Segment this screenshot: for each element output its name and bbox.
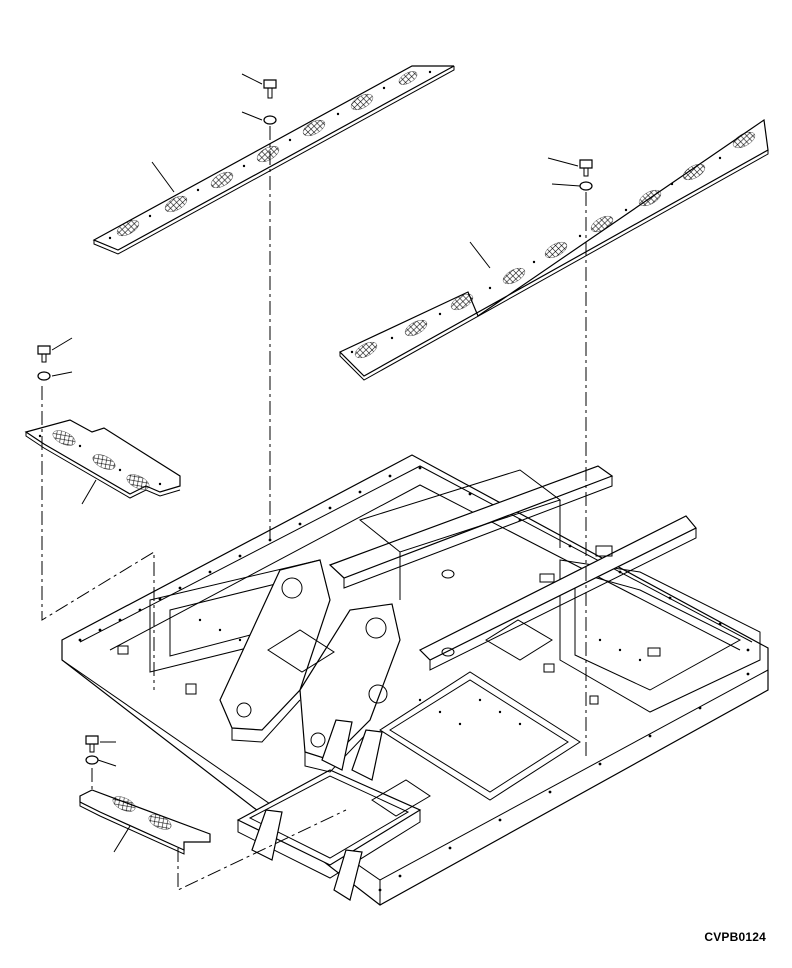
- washer: [37, 115, 593, 765]
- top-plate-right: [338, 118, 769, 381]
- installation-lines: [41, 126, 587, 891]
- front-plate: [79, 789, 211, 855]
- side-plate-left: [24, 419, 181, 499]
- leader-lines: [51, 73, 581, 853]
- bolt: [37, 79, 593, 753]
- top-plate-left: [92, 65, 455, 255]
- main-frame: [61, 454, 769, 906]
- figure-code: CVPB0124: [704, 930, 766, 944]
